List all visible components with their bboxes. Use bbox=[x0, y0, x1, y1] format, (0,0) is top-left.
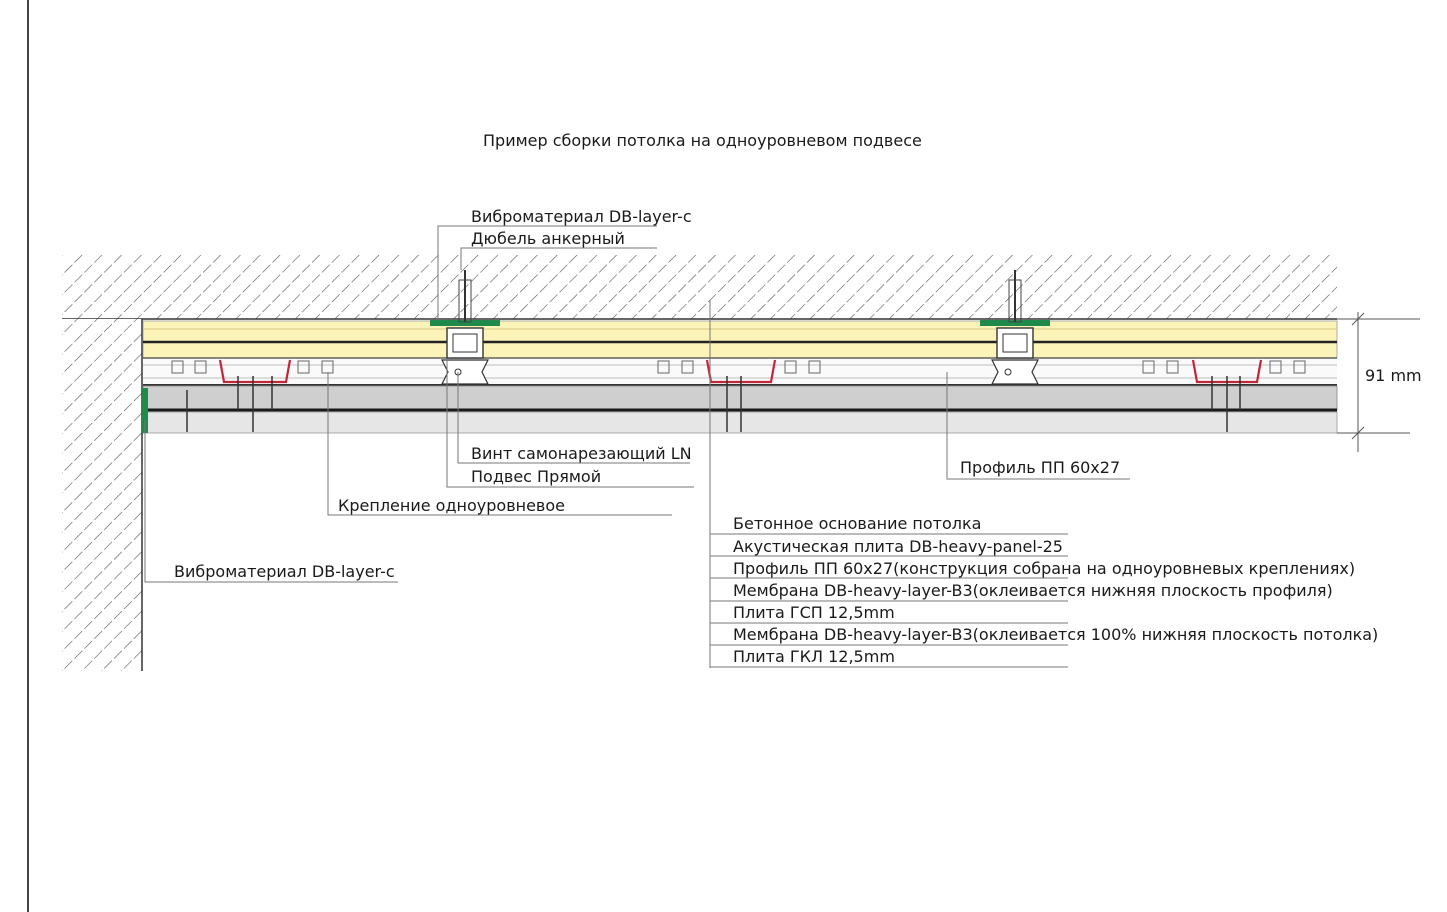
layer-membrane-profile: Мембрана DB-heavy-layer-B3(оклеивается н… bbox=[733, 581, 1333, 600]
callout-self-tapping-screw: Винт самонарезающий LN bbox=[471, 444, 692, 463]
callout-direct-suspender: Подвес Прямой bbox=[471, 467, 601, 486]
self-tapping-screws bbox=[186, 376, 1241, 432]
gsp-board-layer bbox=[142, 385, 1338, 411]
side-vibromaterial bbox=[142, 388, 148, 433]
layer-gsp-board: Плита ГСП 12,5mm bbox=[733, 603, 895, 622]
direct-suspender-left bbox=[430, 270, 500, 385]
concrete-slab bbox=[62, 255, 1337, 319]
leader-lines bbox=[144, 225, 1130, 668]
callout-profile: Профиль ПП 60x27 bbox=[960, 458, 1120, 477]
concrete-wall bbox=[62, 319, 142, 671]
layer-membrane-ceiling: Мембрана DB-heavy-layer-B3(оклеивается 1… bbox=[733, 625, 1378, 644]
profile-sections bbox=[171, 360, 1306, 374]
gkl-board-layer bbox=[142, 411, 1338, 434]
callout-vibromaterial-side: Виброматериал DB-layer-c bbox=[174, 562, 395, 581]
profile-zone bbox=[143, 358, 1337, 385]
layer-profile: Профиль ПП 60x27(конструкция собрана на … bbox=[733, 559, 1355, 578]
callout-anchor-dowel: Дюбель анкерный bbox=[471, 229, 625, 248]
layer-gkl-board: Плита ГКЛ 12,5mm bbox=[733, 647, 895, 666]
callout-vibromaterial-top: Виброматериал DB-layer-c bbox=[471, 207, 692, 226]
diagram-title: Пример сборки потолка на одноуровневом п… bbox=[483, 131, 922, 150]
dimension-label: 91 mm bbox=[1365, 366, 1422, 385]
layer-concrete-base: Бетонное основание потолка bbox=[733, 514, 981, 533]
acoustic-panel-layer bbox=[142, 320, 1338, 359]
direct-suspender-right bbox=[980, 270, 1050, 385]
dimension-91mm bbox=[1337, 312, 1420, 452]
layer-acoustic-panel: Акустическая плита DB-heavy-panel-25 bbox=[733, 537, 1063, 556]
callout-single-level-fastener: Крепление одноуровневое bbox=[338, 496, 565, 515]
